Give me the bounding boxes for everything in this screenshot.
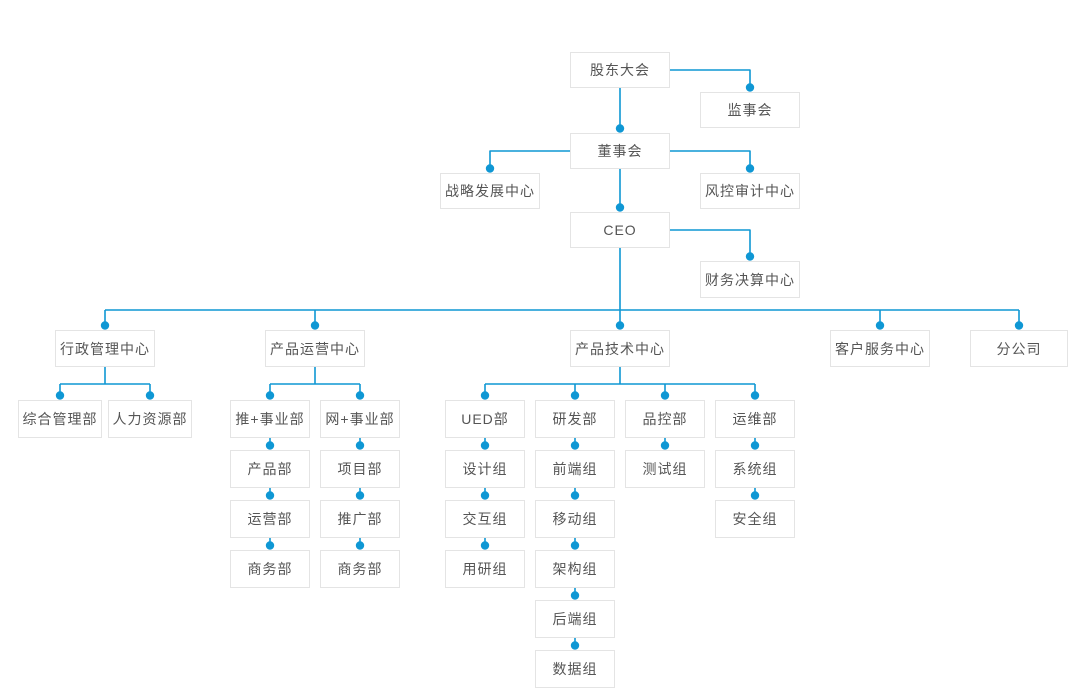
org-node-product-ops-center: 产品运营中心 (265, 330, 365, 367)
org-node-branch-company: 分公司 (970, 330, 1068, 367)
org-node-hr: 人力资源部 (108, 400, 192, 438)
org-node-promotion-dept: 推广部 (320, 500, 400, 538)
org-node-board: 董事会 (570, 133, 670, 169)
junction-dots (55, 83, 1024, 650)
org-node-customer-service-center: 客户服务中心 (830, 330, 930, 367)
org-node-qc-dept: 品控部 (625, 400, 705, 438)
org-node-wang-division: 网+事业部 (320, 400, 400, 438)
org-node-shareholders: 股东大会 (570, 52, 670, 88)
org-node-operations-dept: 运营部 (230, 500, 310, 538)
org-node-ops-dept: 运维部 (715, 400, 795, 438)
org-node-system-group: 系统组 (715, 450, 795, 488)
org-node-strategy-center: 战略发展中心 (440, 173, 540, 209)
org-node-supervisory-board: 监事会 (700, 92, 800, 128)
org-node-backend-group: 后端组 (535, 600, 615, 638)
org-node-data-group: 数据组 (535, 650, 615, 688)
org-node-rd-dept: 研发部 (535, 400, 615, 438)
org-node-security-group: 安全组 (715, 500, 795, 538)
org-node-product-tech-center: 产品技术中心 (570, 330, 670, 367)
org-node-interaction-group: 交互组 (445, 500, 525, 538)
org-node-user-research-group: 用研组 (445, 550, 525, 588)
org-node-tui-division: 推+事业部 (230, 400, 310, 438)
org-node-frontend-group: 前端组 (535, 450, 615, 488)
org-node-mobile-group: 移动组 (535, 500, 615, 538)
org-node-general-mgmt: 综合管理部 (18, 400, 102, 438)
org-node-risk-audit-center: 风控审计中心 (700, 173, 800, 209)
org-node-product-dept: 产品部 (230, 450, 310, 488)
org-node-business-dept-1: 商务部 (230, 550, 310, 588)
org-node-business-dept-2: 商务部 (320, 550, 400, 588)
org-node-finance-center: 财务决算中心 (700, 261, 800, 298)
org-node-admin-center: 行政管理中心 (55, 330, 155, 367)
org-node-architecture-group: 架构组 (535, 550, 615, 588)
org-node-design-group: 设计组 (445, 450, 525, 488)
org-node-project-dept: 项目部 (320, 450, 400, 488)
org-node-ued-dept: UED部 (445, 400, 525, 438)
org-node-ceo: CEO (570, 212, 670, 248)
org-node-test-group: 测试组 (625, 450, 705, 488)
